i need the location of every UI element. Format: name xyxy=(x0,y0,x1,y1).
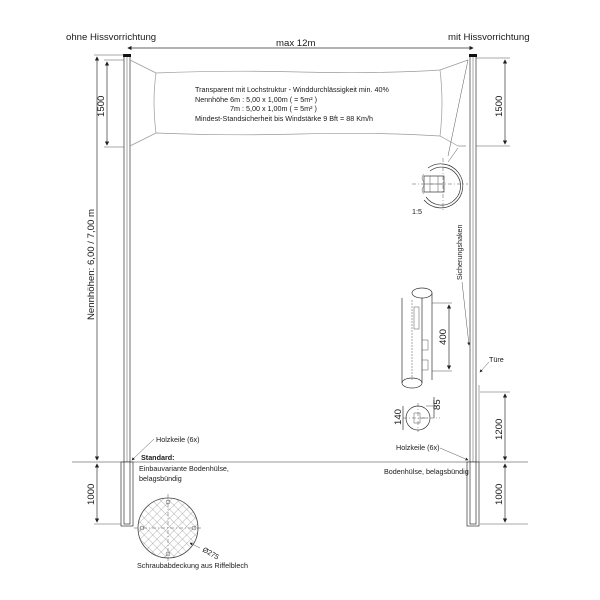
span-label: max 12m xyxy=(276,38,315,49)
dim-section-diameter: 140 xyxy=(393,409,404,425)
door-callout: Türe xyxy=(479,355,504,373)
scale-label: 1:5 xyxy=(412,207,422,216)
wedges-left-label: Holzkeile (6x) xyxy=(156,435,200,444)
standard-title: Standard: xyxy=(141,453,175,462)
nominal-heights-label: Nennhöhen: 6,00 / 7,00 m xyxy=(86,209,97,320)
standard-line-1: Einbauvariante Bodenhülse, xyxy=(139,464,229,473)
safety-hook: Sicherungshaken xyxy=(455,224,471,346)
hoist-clip-detail: 1:5 xyxy=(412,147,468,216)
dim-section-depth: 85 xyxy=(432,399,443,410)
tube-detail: 400 xyxy=(401,287,452,389)
left-pole xyxy=(120,54,134,527)
safety-hook-label: Sicherungshaken xyxy=(455,224,464,280)
banner-line-2: Nennhöhe 6m : 5,00 x 1,00m ( = 5m² ) xyxy=(195,95,317,104)
ground-sleeve-right-label: Bodenhülse, belagsbündig xyxy=(384,467,469,476)
banner-line-1: Transparent mit Lochstruktur - Winddurch… xyxy=(195,85,389,94)
dim-embed-left: 1000 xyxy=(86,484,97,505)
left-dimensions: 1500 Nennhöhen: 6,00 / 7,00 m 1000 xyxy=(86,54,124,525)
right-dimensions: 1500 1200 1000 xyxy=(476,57,528,525)
dim-hook-spacing: 400 xyxy=(438,329,449,345)
standard-line-2: belagsbündig xyxy=(139,474,182,483)
banner-line-3: 7m : 5,00 x 1,00m ( = 5m² ) xyxy=(230,104,317,113)
section-detail: 140 85 xyxy=(393,397,443,432)
right-pole xyxy=(466,54,480,527)
cover-plate-detail: Ø275 Schraubabdeckung aus Riffelblech xyxy=(134,494,248,570)
cover-caption: Schraubabdeckung aus Riffelblech xyxy=(137,561,248,570)
dim-embed-right: 1000 xyxy=(494,484,505,505)
span-dimension: max 12m xyxy=(127,38,474,51)
dim-banner-right: 1500 xyxy=(494,96,505,117)
dim-door-height: 1200 xyxy=(494,419,505,440)
standard-note: Standard: Einbauvariante Bodenhülse, bel… xyxy=(139,453,229,483)
label-with-hoist: mit Hissvorrichtung xyxy=(448,32,530,43)
label-without-hoist: ohne Hissvorrichtung xyxy=(66,32,156,43)
dim-banner-left: 1500 xyxy=(96,96,107,117)
door-label: Türe xyxy=(489,355,504,364)
wedges-right-label: Holzkeile (6x) xyxy=(396,443,440,452)
cover-diameter-label: Ø275 xyxy=(201,545,221,562)
banner: Transparent mit Lochstruktur - Winddurch… xyxy=(129,59,469,157)
banner-line-4: Mindest-Standsicherheit bis Windstärke 9… xyxy=(195,114,373,123)
wedges-right-callout: Holzkeile (6x) xyxy=(396,443,469,461)
wedges-left-callout: Holzkeile (6x) xyxy=(131,435,200,461)
